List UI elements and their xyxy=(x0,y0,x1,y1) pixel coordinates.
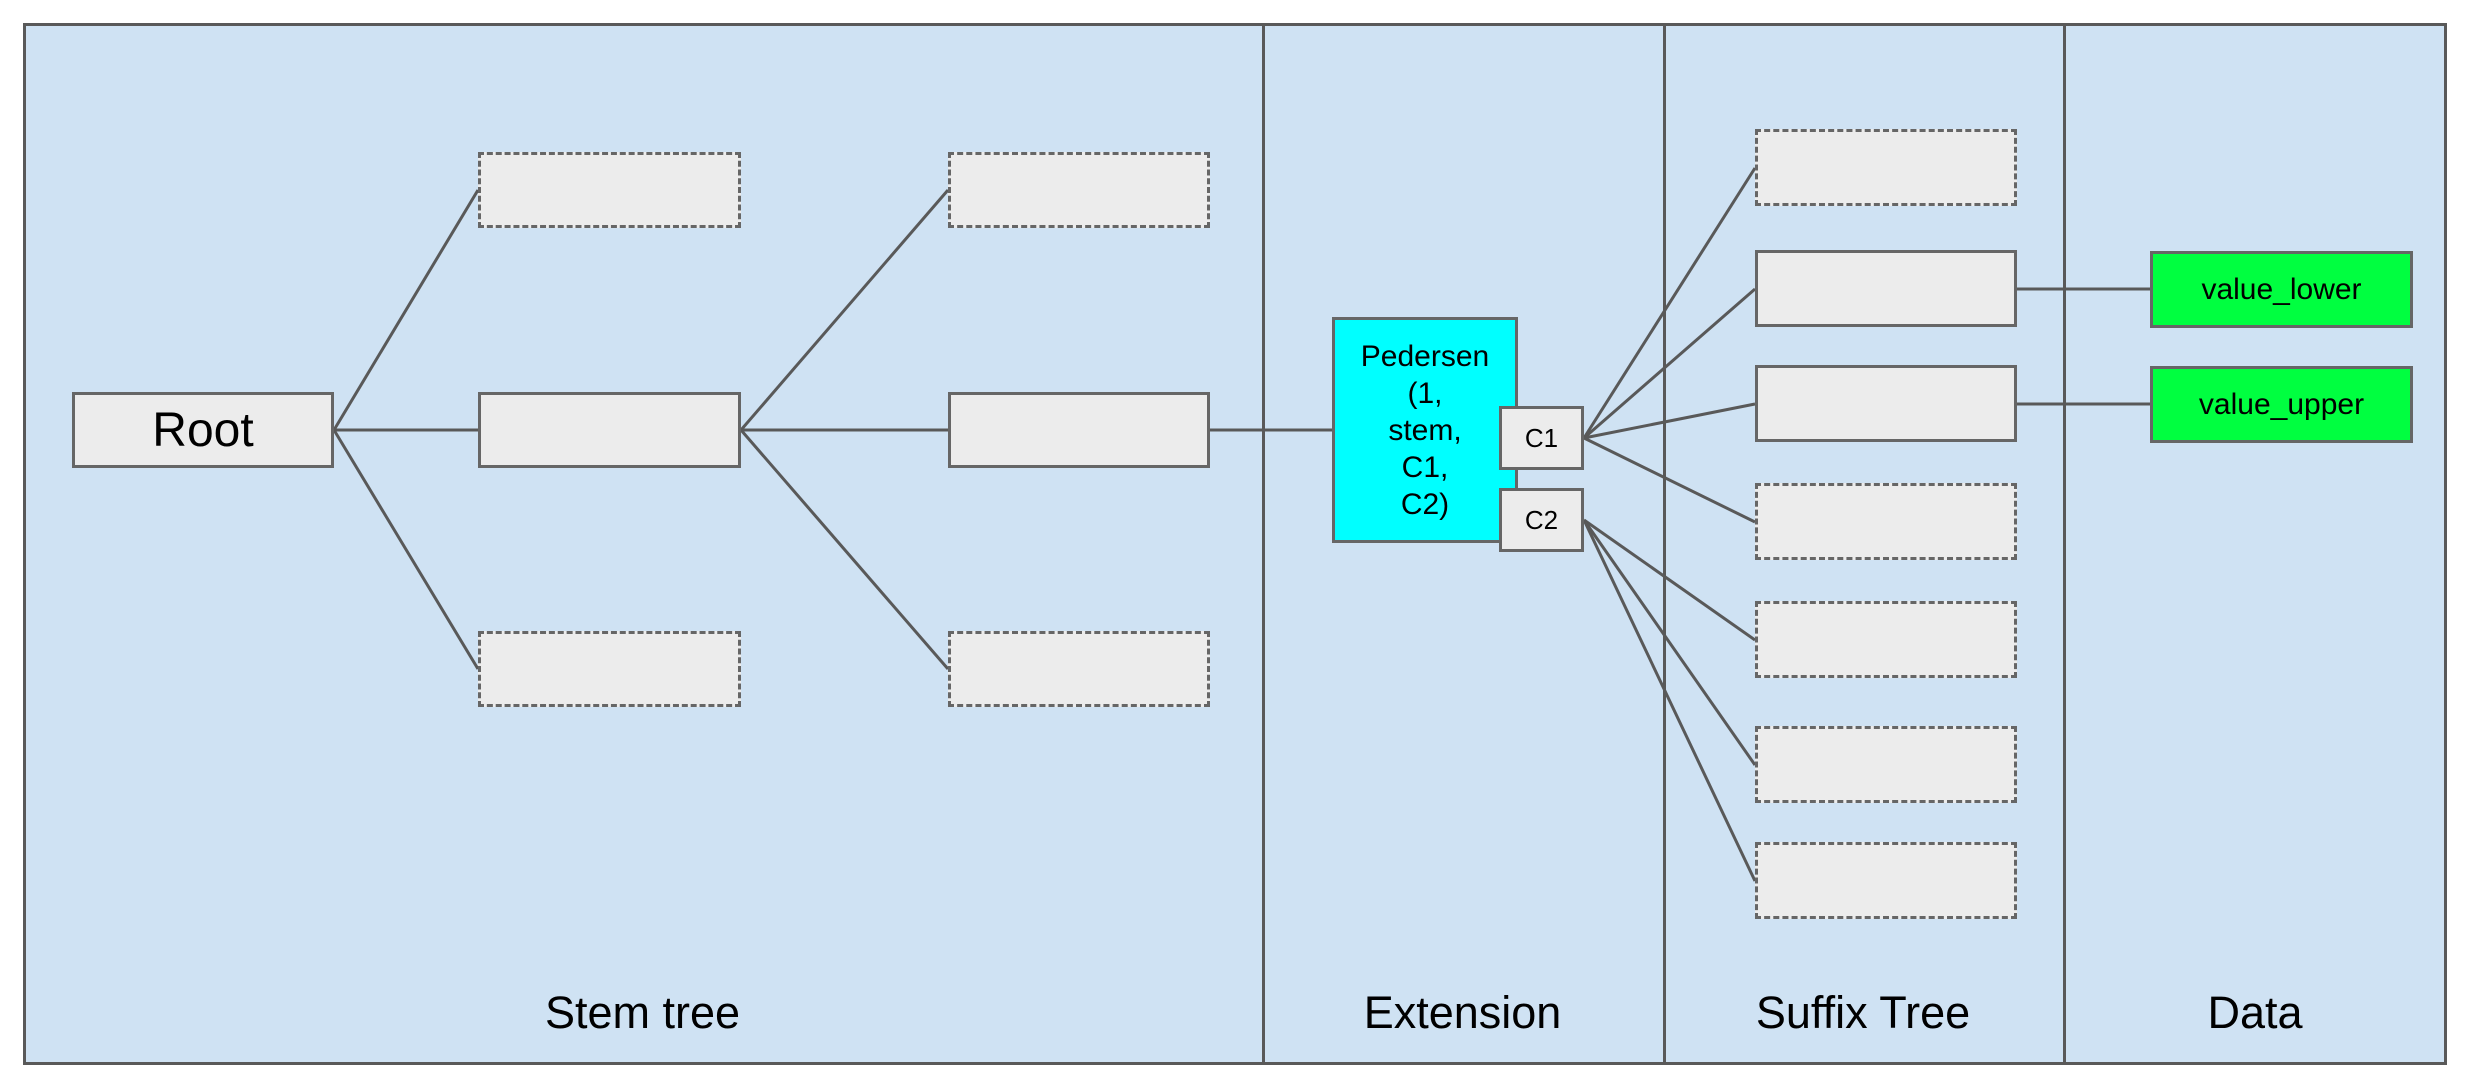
stem-level1-node xyxy=(478,392,741,468)
pedersen-label-line: C1, xyxy=(1401,450,1449,484)
value-upper-label: value_upper xyxy=(2198,387,2365,421)
pedersen-label-line: C2) xyxy=(1400,487,1450,521)
pedersen-commitment-node: Pedersen (1, stem, C1, C2) xyxy=(1332,317,1518,543)
divider-suffix-data xyxy=(2063,23,2066,1065)
section-label-extension: Extension xyxy=(1363,987,1562,1038)
c1-node: C1 xyxy=(1499,406,1584,470)
suffix-placeholder-3 xyxy=(1755,601,2017,678)
c1-label: C1 xyxy=(1524,422,1559,453)
pedersen-label-line: (1, xyxy=(1407,376,1443,410)
stem-level2-node xyxy=(948,392,1210,468)
suffix-placeholder-2 xyxy=(1755,483,2017,560)
divider-extension-suffix xyxy=(1663,23,1666,1065)
value-upper-node: value_upper xyxy=(2150,366,2413,443)
section-label-stem-tree: Stem tree xyxy=(544,987,741,1038)
diagram-panel xyxy=(23,23,2447,1065)
c2-label: C2 xyxy=(1524,504,1559,535)
section-label-data: Data xyxy=(2207,987,2303,1038)
root-node: Root xyxy=(72,392,334,468)
stem-level1-lower-placeholder xyxy=(478,631,741,707)
section-label-suffix-tree: Suffix Tree xyxy=(1755,987,1971,1038)
suffix-placeholder-1 xyxy=(1755,129,2017,206)
stem-level2-upper-placeholder xyxy=(948,152,1210,228)
stem-level1-upper-placeholder xyxy=(478,152,741,228)
pedersen-label-line: stem, xyxy=(1388,413,1462,447)
suffix-placeholder-5 xyxy=(1755,842,2017,919)
suffix-placeholder-4 xyxy=(1755,726,2017,803)
value-lower-label: value_lower xyxy=(2201,272,2362,306)
suffix-node-upper xyxy=(1755,365,2017,442)
root-label: Root xyxy=(152,403,254,457)
stem-level2-lower-placeholder xyxy=(948,631,1210,707)
c2-node: C2 xyxy=(1499,488,1584,552)
suffix-node-lower xyxy=(1755,250,2017,327)
pedersen-label-line: Pedersen xyxy=(1360,339,1490,373)
divider-stem-extension xyxy=(1262,23,1265,1065)
value-lower-node: value_lower xyxy=(2150,251,2413,328)
